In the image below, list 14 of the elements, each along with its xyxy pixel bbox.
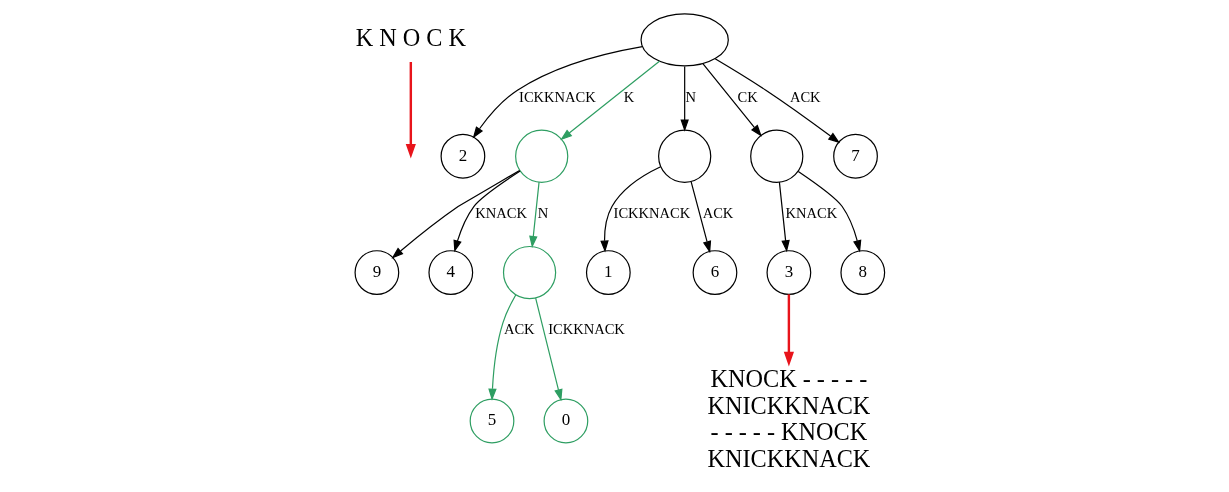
edge-label: ACK — [702, 204, 733, 221]
edge-label: ICKKNACK — [518, 88, 596, 105]
edge-label: KNACK — [474, 204, 527, 221]
edge-label: KNACK — [784, 204, 837, 221]
edge-label: N — [684, 88, 696, 105]
edge-label: ACK — [789, 88, 821, 105]
edge-label: K — [623, 88, 634, 105]
edge-label: N — [537, 204, 548, 221]
edge-label: CK — [737, 88, 758, 105]
node-text: KNOCK - - - - - KNICKKNACK - - - - - KNOCK KNICKKNACK — [706, 364, 870, 472]
edge-label: ICKKNACK — [547, 320, 625, 337]
edge-label: ICKKNACK — [613, 204, 690, 221]
edge-label: ACK — [503, 320, 535, 337]
node-text: K N O C K — [355, 23, 466, 51]
